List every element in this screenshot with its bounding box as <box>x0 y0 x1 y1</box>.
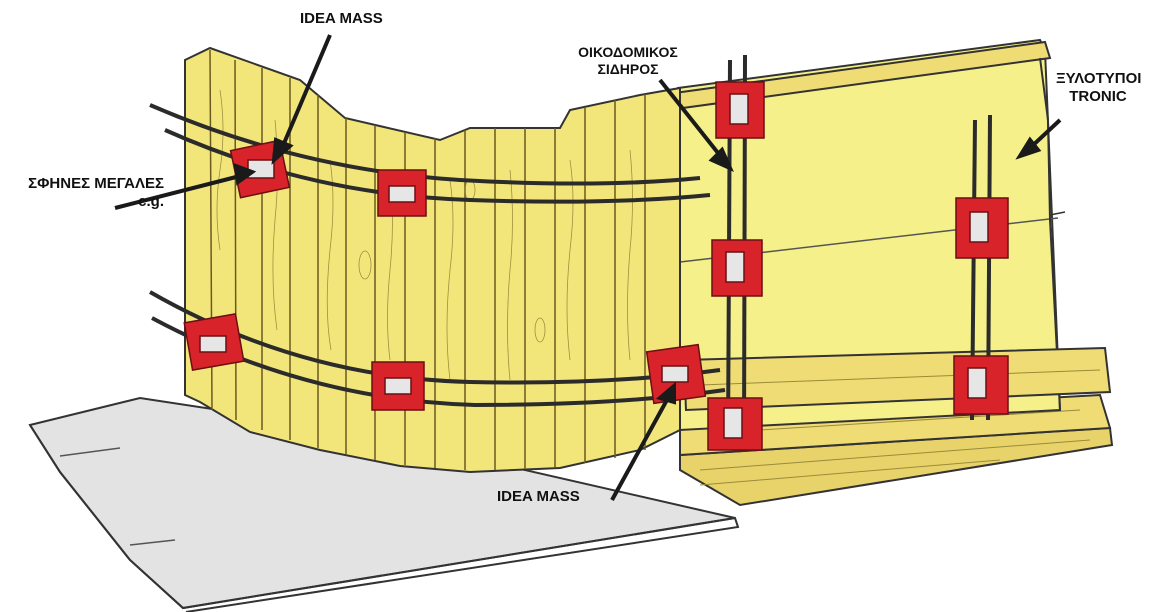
label-xylotypoi-line2: TRONIC <box>1069 88 1127 105</box>
tronic-panel-wall <box>658 38 1112 432</box>
leader-idea-mass-bottom <box>610 397 670 501</box>
clamp-curved-2 <box>377 169 427 217</box>
label-xylotypoi-tronic: ΞΥΛΟΤΥΠΟΙ TRONIC <box>1056 70 1142 106</box>
label-idea-mass-top: IDEA MASS <box>300 10 383 27</box>
clamp-flat-1 <box>715 81 765 139</box>
label-oikodomikos-line1: ΟΙΚΟΔΟΜΙΚΟΣ <box>578 44 678 60</box>
label-sfines-line2: c.g. <box>138 193 164 210</box>
leader-sfines <box>114 174 241 210</box>
label-oikodomikos-line2: ΣΙΔΗΡΟΣ <box>597 60 659 77</box>
leader-idea-mass-top <box>280 34 332 149</box>
clamp-curved-5 <box>645 343 707 405</box>
clamp-flat-4 <box>955 197 1009 259</box>
label-idea-mass-bottom: IDEA MASS <box>497 488 580 505</box>
clamp-flat-5 <box>953 355 1009 415</box>
clamp-flat-3 <box>707 397 763 451</box>
clamps <box>183 81 1009 451</box>
label-sfines-line1: ΣΦΗΝΕΣ ΜΕΓΑΛΕΣ <box>28 175 164 192</box>
label-sfines-megales: ΣΦΗΝΕΣ ΜΕΓΑΛΕΣ c.g. <box>6 175 164 211</box>
leader-oikodomikos <box>658 78 724 160</box>
clamp-curved-4 <box>371 361 425 411</box>
concrete-slab <box>28 396 740 612</box>
clamp-curved-3 <box>183 312 245 372</box>
label-oikodomikos-sidiros: ΟΙΚΟΔΟΜΙΚΟΣ ΣΙΔΗΡΟΣ <box>565 44 691 78</box>
curved-wood-formwork <box>184 46 681 474</box>
clamp-flat-2 <box>711 239 763 297</box>
label-xylotypoi-line1: ΞΥΛΟΤΥΠΟΙ <box>1056 70 1142 87</box>
leader-lines <box>114 34 1062 501</box>
